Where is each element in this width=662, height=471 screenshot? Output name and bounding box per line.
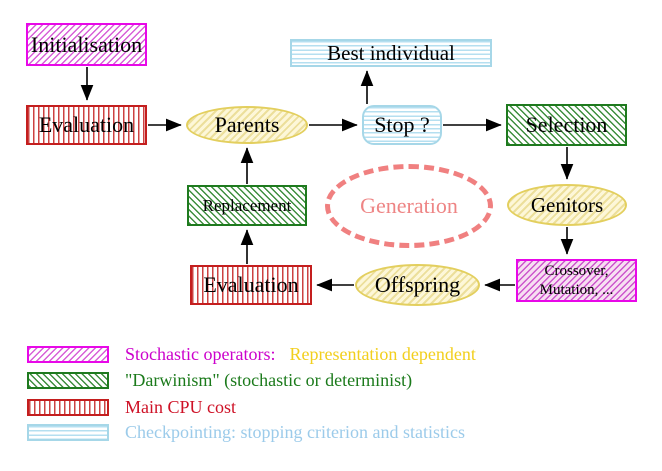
node-evaluation-bottom-label: Evaluation <box>203 272 299 297</box>
node-crossover-mutation: Crossover, Mutation, ... <box>516 259 637 302</box>
node-crossover-line2: Mutation, ... <box>539 281 614 298</box>
node-replacement: Replacement <box>187 185 307 226</box>
magenta-hatch-swatch-icon <box>27 345 109 363</box>
node-selection: Selection <box>506 104 627 146</box>
node-generation-label: Generation <box>360 193 458 218</box>
node-stop: Stop ? <box>362 105 442 145</box>
node-parents-label: Parents <box>214 112 280 137</box>
node-initialisation: Initialisation <box>26 23 147 66</box>
node-genitors-label: Genitors <box>530 192 604 217</box>
node-evaluation-top: Evaluation <box>26 105 147 145</box>
node-generation-cycle: Generation <box>325 164 493 248</box>
legend-label-representation-dependent: Representation dependent <box>289 343 476 364</box>
node-genitors: Genitors <box>507 184 627 226</box>
node-best-individual: Best individual <box>290 39 492 67</box>
node-offspring: Offspring <box>355 264 480 306</box>
node-selection-label: Selection <box>525 112 608 137</box>
red-stripes-swatch-icon <box>27 398 109 416</box>
legend-label-stochastic-operators: Stochastic operators: <box>125 343 276 364</box>
node-parents: Parents <box>186 106 308 144</box>
legend-row-stochastic-operators: Stochastic operators: Representation dep… <box>27 343 476 364</box>
node-crossover-line1: Crossover, <box>544 262 609 279</box>
legend-label-checkpointing: Checkpointing: stopping criterion and st… <box>125 421 465 442</box>
legend-row-main-cpu-cost: Main CPU cost <box>27 396 237 417</box>
green-hatch-swatch-icon <box>27 371 109 389</box>
node-initialisation-label: Initialisation <box>30 31 143 57</box>
legend-row-darwinism: "Darwinism" (stochastic or determinist) <box>27 369 413 390</box>
legend-label-main-cpu-cost: Main CPU cost <box>125 396 237 417</box>
node-best-individual-label: Best individual <box>327 40 455 65</box>
node-evaluation-bottom: Evaluation <box>190 265 312 305</box>
legend-row-checkpointing: Checkpointing: stopping criterion and st… <box>27 421 465 442</box>
node-evaluation-top-label: Evaluation <box>38 112 135 137</box>
legend-label-darwinism: "Darwinism" (stochastic or determinist) <box>125 369 413 390</box>
node-replacement-label: Replacement <box>202 195 292 215</box>
node-offspring-label: Offspring <box>374 272 461 297</box>
node-stop-label: Stop ? <box>374 112 430 137</box>
cyan-stripes-swatch-icon <box>27 423 109 441</box>
